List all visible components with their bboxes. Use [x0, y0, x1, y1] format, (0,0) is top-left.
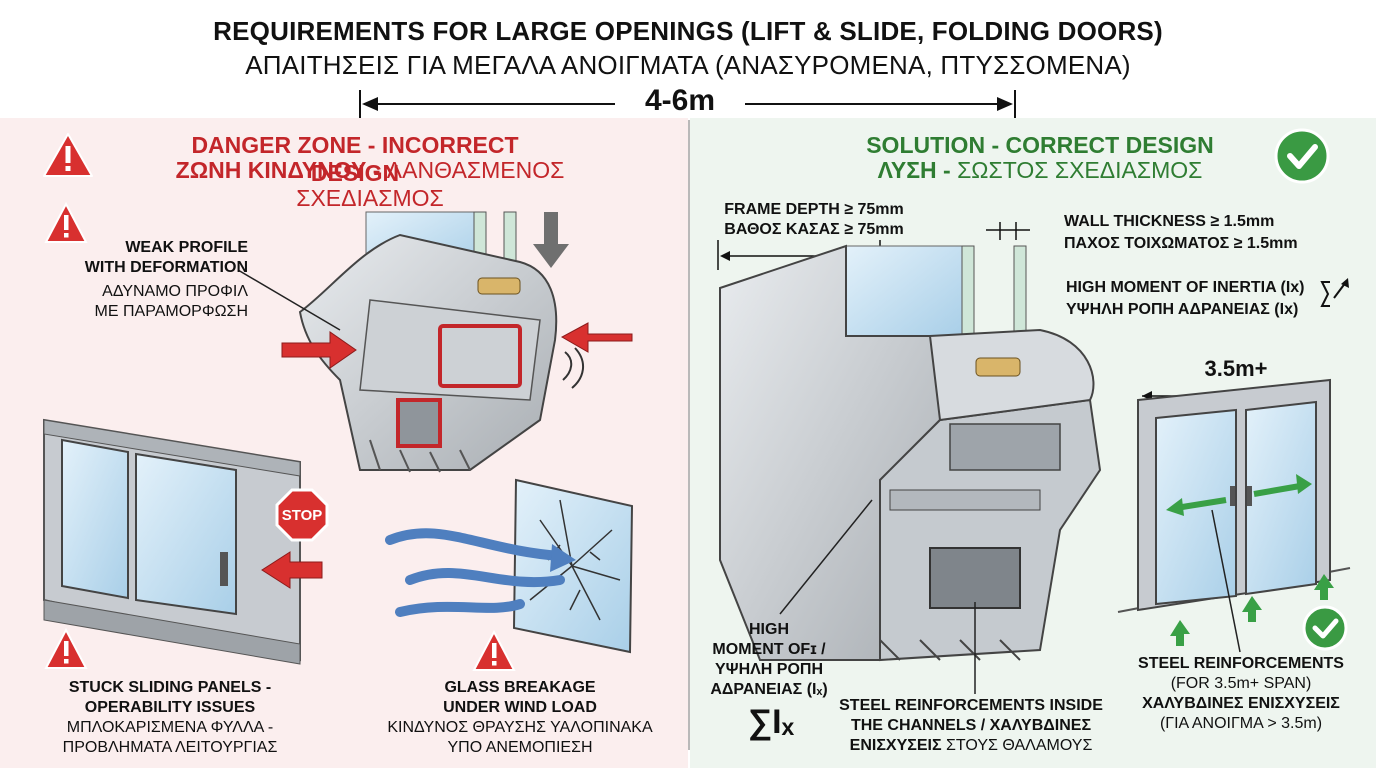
main-title-en: REQUIREMENTS FOR LARGE OPENINGS (LIFT & … — [213, 16, 1163, 46]
moment-label-3: ΥΨΗΛΗ ΡΟΠΗ — [714, 661, 824, 678]
danger-header-gr: ΖΩΝΗ ΚΙΝΔΥΝΟΥ - ΛΑΝΘΑΣΜΕΝΟΣ ΣΧΕΔΙΑΣΜΟΣ — [100, 156, 640, 212]
span-label: 4-6m — [620, 84, 740, 118]
channels-label-1: STEEL REINFORCEMENTS INSIDE — [839, 697, 1103, 714]
steel-label-gr: ΧΑΛΥΒΔΙΝΕΣ ΕΝΙΣΧΥΣΕΙΣ — [1142, 695, 1340, 712]
correct-profile-illustration — [717, 222, 1102, 694]
danger-header-en: DANGER ZONE - INCORRECT DESIGN — [191, 132, 519, 186]
main-title-gr: ΑΠΑΙΤΗΣΕΙΣ ΓΙΑ ΜΕΓΑΛΑ ΑΝΟΙΓΜΑΤΑ (ΑΝΑΣΥΡΟ… — [245, 50, 1131, 80]
moment-label-4: ΑΔΡΑΝΕΙΑΣ (Iₓ) — [710, 681, 828, 698]
weak-label-en2: WITH DEFORMATION — [84, 259, 248, 276]
solution-header-gr-rest: ΣΩΣΤΟΣ ΣΧΕΔΙΑΣΜΟΣ — [957, 157, 1203, 183]
double-door-illustration — [1117, 378, 1351, 653]
moment-label-1: HIGH — [749, 621, 789, 638]
stuck-label-en1: STUCK SLIDING PANELS - — [68, 679, 272, 696]
solution-header-gr: ΛΥΣΗ - ΣΩΣΤΟΣ ΣΧΕΔΙΑΣΜΟΣ — [840, 156, 1240, 184]
moment-label-2: MOMENT OFɪ / — [712, 641, 826, 658]
panel-divider — [688, 120, 690, 750]
glass-breakage-illustration — [385, 478, 634, 654]
weak-label-en1: WEAK PROFILE — [125, 239, 248, 256]
stuck-label-gr2: ΠΡΟΒΛΗΜΑΤΑ ΛΕΙΤΟΥΡΓΙΑΣ — [62, 739, 278, 756]
sigma-ix-symbol: ∑Iₓ — [747, 703, 795, 741]
danger-header-gr-bold: ΖΩΝΗ ΚΙΝΔΥΝΟΥ - — [175, 157, 381, 183]
danger-header-gr-rest: ΛΑΝΘΑΣΜΕΝΟΣ ΣΧΕΔΙΑΣΜΟΣ — [296, 157, 565, 211]
warning-icon — [472, 629, 516, 671]
inertia-label-gr: ΥΨΗΛΗ ΡΟΠΗ ΑΔΡΑΝΕΙΑΣ (Ix) — [1066, 301, 1299, 318]
frame-depth-gr: ΒΑΘΟΣ ΚΑΣΑΣ ≥ 75mm — [724, 221, 904, 238]
solution-header-gr-bold: ΛΥΣΗ - — [877, 157, 951, 183]
frame-depth-en: FRAME DEPTH ≥ 75mm — [724, 201, 904, 218]
warning-icon — [44, 627, 88, 669]
stuck-label-en2: OPERABILITY ISSUES — [84, 699, 256, 716]
door-span-label: 3.5m+ — [1204, 356, 1268, 381]
glass-label-gr2: ΥΠΟ ΑΝΕΜΟΠΙΕΣΗ — [447, 739, 593, 756]
sliding-window-illustration — [43, 418, 323, 665]
span-dimension-line — [359, 90, 1016, 118]
inertia-label-en: HIGH MOMENT OF INERTIA (Ix) — [1066, 279, 1305, 296]
stop-sign-icon — [275, 488, 329, 542]
inertia-icon — [1320, 278, 1349, 307]
stop-sign-text: STOP — [281, 507, 323, 524]
solution-header-en: SOLUTION - CORRECT DESIGN — [866, 132, 1214, 158]
weak-label-gr1: ΑΔΥΝΑΜΟ ΠΡΟΦΙΛ — [102, 283, 248, 300]
warning-icon — [43, 133, 93, 177]
steel-label-en: STEEL REINFORCEMENTS — [1138, 655, 1344, 672]
steel-label-en-sub: (FOR 3.5m+ SPAN) — [1170, 675, 1312, 692]
steel-label-gr-sub: (ΓΙΑ ΑΝΟΙΓΜΑ > 3.5m) — [1159, 715, 1323, 732]
glass-label-gr1: ΚΙΝΔΥΝΟΣ ΘΡΑΥΣΗΣ ΥΑΛΟΠΙΝΑΚΑ — [387, 719, 653, 736]
channels-label-3-rest: ΣΤΟΥΣ ΘΑΛΑΜΟΥΣ — [946, 737, 1093, 754]
stuck-label-gr1: ΜΠΛΟΚΑΡΙΣΜΕΝΑ ΦΥΛΛΑ - — [66, 719, 274, 736]
check-icon — [1274, 128, 1330, 184]
warning-icon — [44, 201, 88, 243]
weak-profile-illustration — [237, 211, 633, 473]
channels-label-3: ΕΝΙΣΧΥΣΕΙΣ ΣΤΟΥΣ ΘΑΛΑΜΟΥΣ — [836, 736, 1106, 756]
wall-thickness-gr: ΠΑΧΟΣ ΤΟΙΧΩΜΑΤΟΣ ≥ 1.5mm — [1064, 235, 1298, 252]
glass-label-en2: UNDER WIND LOAD — [443, 699, 597, 716]
check-icon — [1302, 605, 1348, 651]
wall-thickness-en: WALL THICKNESS ≥ 1.5mm — [1064, 213, 1275, 230]
weak-label-gr2: ΜΕ ΠΑΡΑΜΟΡΦΩΣΗ — [94, 303, 248, 320]
channels-label-3-bold: ΕΝΙΣΧΥΣΕΙΣ — [849, 737, 942, 754]
glass-label-en1: GLASS BREAKAGE — [444, 679, 596, 696]
channels-label-2: THE CHANNELS / ΧΑΛΥΒΔΙΝΕΣ — [850, 717, 1092, 734]
